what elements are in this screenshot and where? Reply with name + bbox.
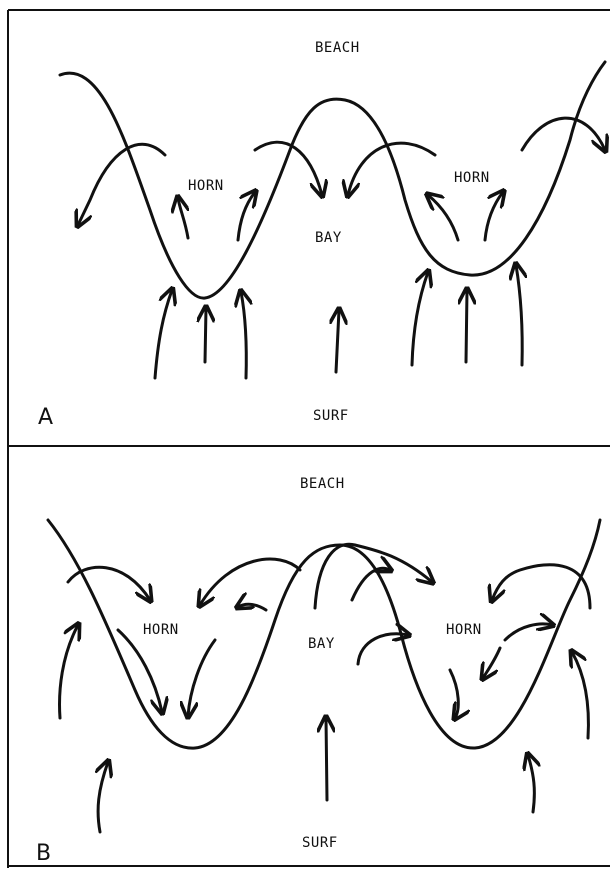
panel-b-arrow (483, 648, 500, 678)
panel-b-horn-right-label: HORN (446, 622, 482, 638)
panel-b-arrow (200, 559, 300, 605)
panel-a-arrow (522, 118, 605, 150)
panel-a-surf-arrow (516, 265, 522, 365)
panel-a-surf-arrow (336, 310, 339, 372)
panel-b-surf-arrow (326, 718, 327, 800)
panel-b-letter: B (36, 841, 51, 866)
panel-b-beach-label: BEACH (300, 476, 345, 492)
panel-b-arrow (572, 652, 588, 738)
panel-b-horn-left-label: HORN (143, 622, 179, 638)
panel-a-arrow (485, 192, 503, 240)
panel-a-surf-arrow (205, 308, 206, 362)
panel-a-surf-arrow (466, 290, 467, 362)
panel-b-arrow (238, 604, 266, 610)
panel-a-arrow (178, 198, 188, 238)
panel-b-arrow (188, 640, 215, 716)
panel-a-surf-arrow (241, 292, 246, 378)
panel-a-horn-right-label: HORN (454, 170, 490, 186)
panel-a-beach-label: BEACH (315, 40, 360, 56)
panel-b-arrow (68, 567, 150, 600)
panel-b-arrow (60, 625, 78, 718)
panel-a-arrow (348, 143, 435, 195)
panel-a: BEACH HORN HORN BAY SURF A (38, 40, 605, 430)
panel-a-arrow (238, 192, 255, 240)
panel-a-shoreline (60, 62, 605, 298)
panel-b: BEACH HORN BAY HORN SURF B (36, 476, 600, 866)
panel-b-bay-label: BAY (308, 636, 335, 652)
panel-b-surf-label: SURF (302, 835, 338, 851)
panel-b-arrow (450, 670, 458, 718)
panel-a-horn-left-label: HORN (188, 178, 224, 194)
panel-a-surf-label: SURF (313, 408, 349, 424)
panel-b-surf-arrow (98, 762, 108, 832)
figure-frame (8, 10, 610, 868)
panel-a-surf-arrow (155, 290, 172, 378)
panel-b-arrow (315, 544, 432, 608)
panel-a-bay-label: BAY (315, 230, 342, 246)
panel-a-arrow (428, 195, 458, 240)
panel-b-arrow (505, 624, 552, 640)
panel-a-surf-arrow (412, 272, 428, 365)
panel-b-arrow (358, 634, 408, 664)
panel-b-surf-arrow (528, 755, 534, 812)
panel-b-shoreline (48, 520, 600, 748)
panel-a-letter: A (38, 405, 53, 430)
